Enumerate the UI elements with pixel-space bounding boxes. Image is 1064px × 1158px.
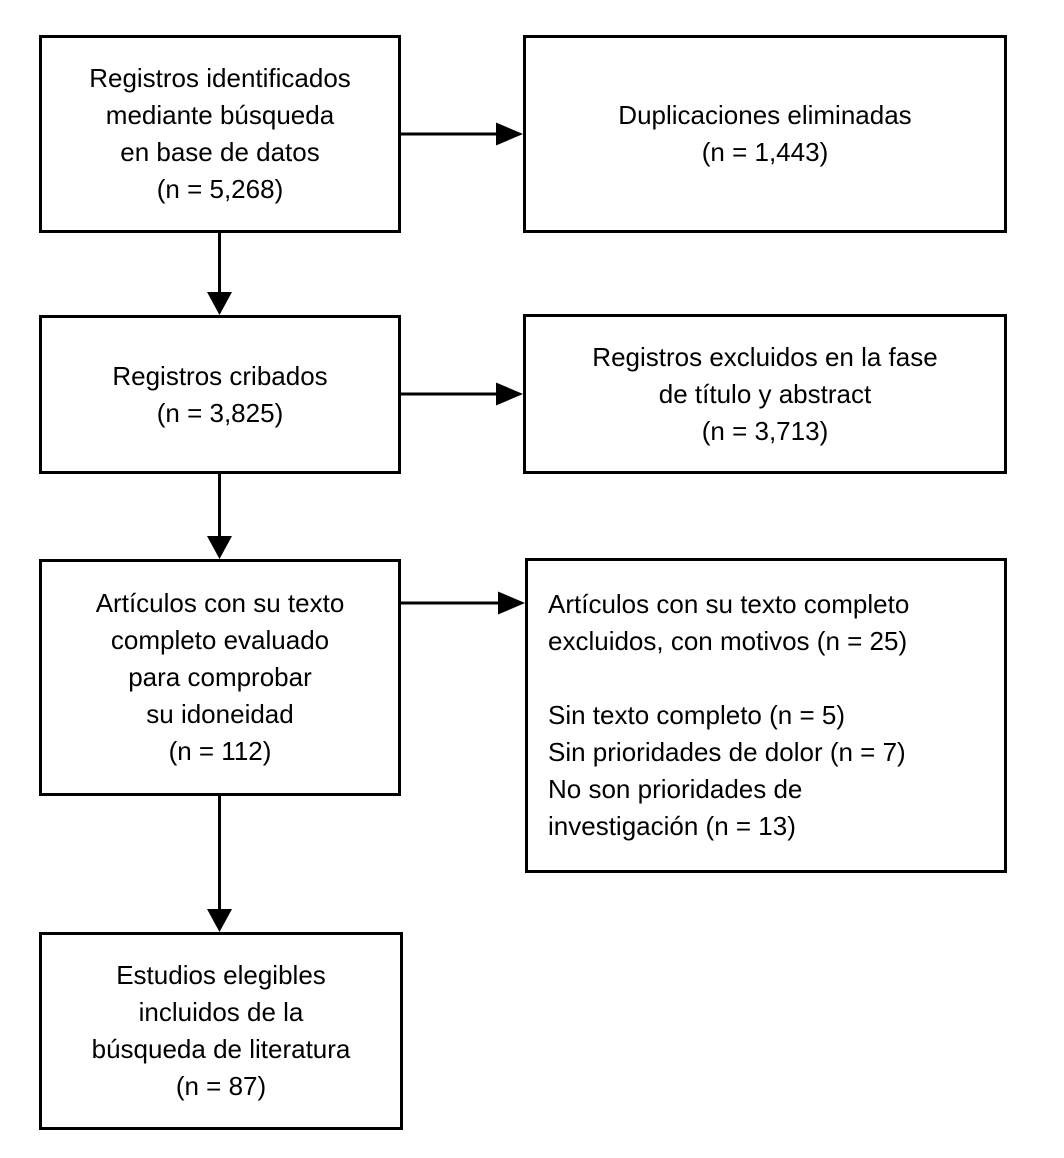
flow-box-duplicates-removed: Duplicaciones eliminadas (n = 1,443) <box>523 35 1007 233</box>
flow-box-fulltext-assessed-text: Artículos con su texto completo evaluado… <box>95 588 345 766</box>
flow-box-studies-included-text: Estudios elegibles incluidos de la búsqu… <box>91 960 351 1101</box>
flow-box-duplicates-removed-text: Duplicaciones eliminadas (n = 1,443) <box>618 100 912 167</box>
arrow-down-screened-to-assessed <box>207 473 232 559</box>
flow-box-records-excluded-title-abstract: Registros excluidos en la fase de título… <box>523 314 1007 474</box>
flow-box-records-identified: Registros identificados mediante búsqued… <box>39 35 401 233</box>
flow-box-records-identified-text: Registros identificados mediante búsqued… <box>89 63 351 204</box>
arrow-down-identified-to-screened <box>207 232 232 315</box>
arrow-right-identified-to-duplicates <box>400 122 523 146</box>
flow-box-records-screened-text: Registros cribados (n = 3,825) <box>112 360 328 428</box>
flow-box-fulltext-assessed: Artículos con su texto completo evaluado… <box>39 559 401 796</box>
flow-box-studies-included: Estudios elegibles incluidos de la búsqu… <box>39 932 403 1130</box>
flow-box-records-screened: Registros cribados (n = 3,825) <box>39 315 401 474</box>
arrow-down-assessed-to-included <box>207 795 232 932</box>
flow-box-fulltext-excluded-with-reasons-text: Artículos con su texto completo excluido… <box>548 589 910 841</box>
flow-box-fulltext-excluded-with-reasons: Artículos con su texto completo excluido… <box>525 558 1007 873</box>
arrow-right-assessed-to-excluded <box>400 591 525 615</box>
flow-box-records-excluded-title-abstract-text: Registros excluidos en la fase de título… <box>592 341 938 446</box>
arrow-right-screened-to-excluded <box>400 382 523 406</box>
